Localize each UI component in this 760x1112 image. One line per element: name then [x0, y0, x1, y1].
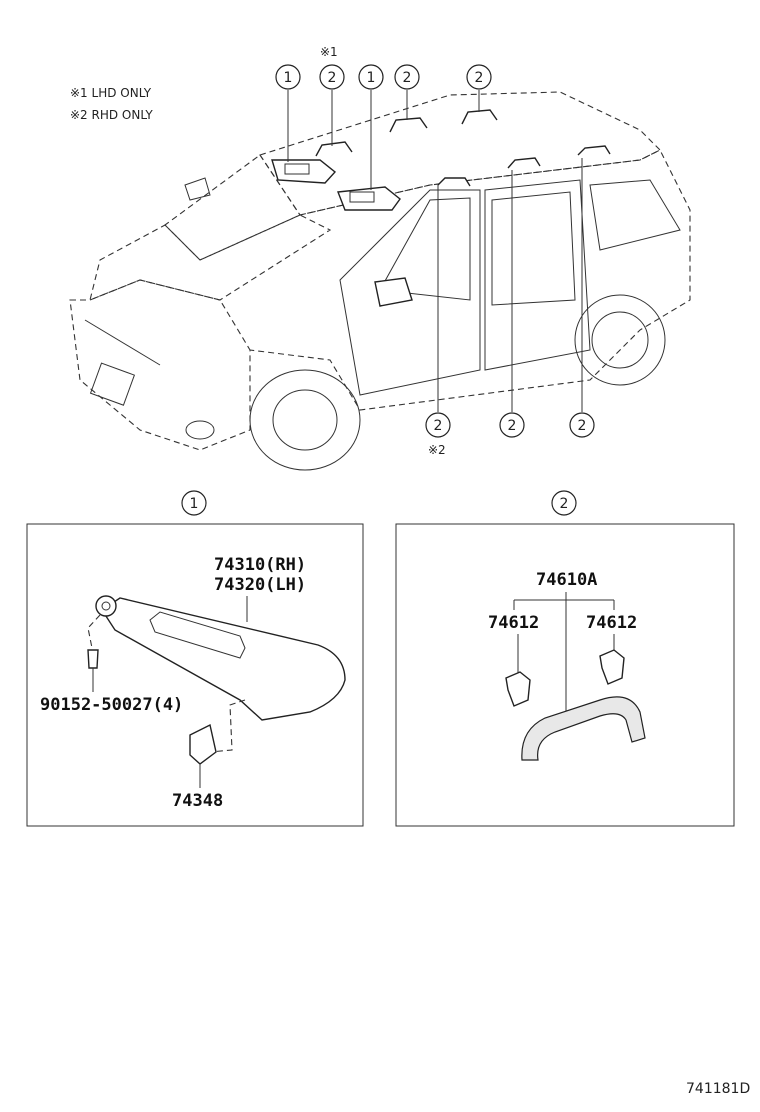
grip-icon-6: [577, 145, 611, 156]
svg-text:2: 2: [578, 418, 587, 434]
part-74310-rh: 74310(RH): [214, 555, 306, 575]
callout-1-top-a: 1: [275, 64, 301, 90]
panel-1-sun-visor: 1 74310(RH) 74320(LH) 90152-50027(4) 743…: [26, 490, 364, 827]
sun-visor-icon: [101, 597, 346, 721]
grip-icon-2: [389, 117, 428, 133]
diagram-code: 741181D: [686, 1081, 750, 1097]
callout-2-bottom-c: 2: [569, 412, 595, 438]
callout-2-top-a: 2: [319, 64, 345, 90]
panel-2-callout: [551, 490, 577, 516]
part-clip-74348: 74348: [172, 791, 223, 811]
assist-grip-icon: [521, 696, 646, 761]
part-74320-lh: 74320(LH): [214, 575, 306, 595]
svg-text:1: 1: [367, 70, 376, 86]
vanity-mirror-icon: [149, 611, 246, 659]
note-mark-2: ※2: [428, 443, 446, 457]
panel-2-frame: [395, 523, 735, 827]
grip-icon-5: [507, 157, 541, 169]
grip-icon-3: [461, 109, 498, 125]
note-mark-1: ※1: [320, 45, 338, 59]
grip-cap-left-icon: [505, 671, 531, 707]
part-cap-74612-left: 74612: [488, 613, 539, 633]
visor-rhd-icon: [337, 186, 401, 211]
note-lhd-only: ※1 LHD ONLY: [70, 86, 152, 100]
panel-1-frame: [26, 523, 364, 827]
visor-pivot-icon: [95, 595, 117, 617]
callout-2-top-c: 2: [466, 64, 492, 90]
callout-1-top-b: 1: [358, 64, 384, 90]
grip-cap-right-icon: [599, 649, 625, 685]
svg-text:2: 2: [403, 70, 412, 86]
svg-text:2: 2: [328, 70, 337, 86]
part-grip-74610a: 74610A: [536, 570, 597, 590]
note-rhd-only: ※2 RHD ONLY: [70, 108, 153, 122]
svg-text:2: 2: [475, 70, 484, 86]
svg-text:1: 1: [284, 70, 293, 86]
svg-text:2: 2: [508, 418, 517, 434]
grip-icon-1: [315, 141, 353, 157]
part-screw-90152: 90152-50027(4): [40, 695, 183, 715]
panel-2-assist-grip: 2 74610A 74612 74612: [395, 490, 735, 827]
svg-text:2: 2: [560, 496, 569, 512]
svg-text:1: 1: [190, 496, 199, 512]
svg-text:2: 2: [434, 418, 443, 434]
vehicle-illustration: [69, 91, 691, 471]
callout-2-bottom-b: 2: [499, 412, 525, 438]
visor-lhd-icon: [271, 159, 337, 184]
grip-icon-4: [437, 177, 471, 187]
part-cap-74612-right: 74612: [586, 613, 637, 633]
callout-2-bottom-a: 2: [425, 412, 451, 438]
panel-1-callout: [181, 490, 207, 516]
callout-2-top-b: 2: [394, 64, 420, 90]
visor-clip-icon: [189, 723, 217, 765]
screw-icon: [87, 649, 99, 669]
